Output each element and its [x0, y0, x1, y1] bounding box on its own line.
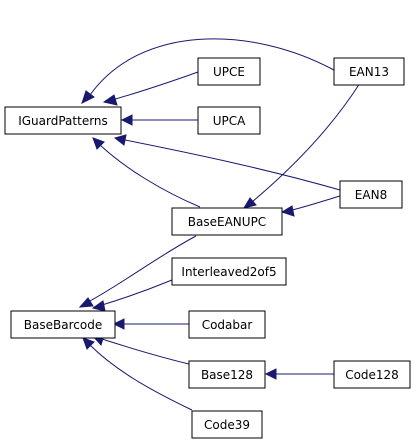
edge-upce-to-iguard — [102, 71, 199, 106]
edge-ean13-to-baseeanupc — [242, 82, 361, 209]
node-label: Code39 — [204, 418, 250, 432]
edge-code128-to-base128 — [264, 368, 334, 380]
node-label: Interleaved2of5 — [181, 265, 276, 279]
node-label: UPCE — [213, 65, 245, 79]
node-label: BaseBarcode — [24, 318, 102, 332]
node-base128[interactable]: Base128 — [188, 360, 266, 389]
node-interleaved2of5[interactable]: Interleaved2of5 — [171, 257, 287, 286]
node-label: UPCA — [213, 114, 246, 128]
node-code128[interactable]: Code128 — [333, 360, 411, 389]
edge-interleaved-to-basebarcode — [91, 279, 173, 312]
node-basebarcode[interactable]: BaseBarcode — [10, 310, 116, 339]
node-ean13[interactable]: EAN13 — [333, 57, 405, 86]
edge-baseeanupc-to-basebarcode — [78, 235, 197, 308]
edge-upca-to-iguard — [120, 114, 198, 126]
node-label: Base128 — [201, 368, 253, 382]
edge-ean13-to-iguard — [81, 38, 335, 104]
edge-ean8-to-baseeanupc — [280, 195, 341, 217]
node-label: Code128 — [345, 368, 399, 382]
node-upca[interactable]: UPCA — [197, 106, 261, 135]
edge-ean8-to-iguard — [113, 134, 341, 191]
edge-code39-to-basebarcode — [82, 337, 193, 411]
node-label: BaseEANUPC — [188, 215, 266, 229]
node-label: IGuardPatterns — [18, 114, 108, 128]
node-code39[interactable]: Code39 — [191, 410, 263, 439]
node-label: EAN8 — [355, 188, 387, 202]
node-upce[interactable]: UPCE — [197, 57, 261, 86]
node-label: Codabar — [202, 318, 253, 332]
node-iguardpatterns[interactable]: IGuardPatterns — [4, 106, 122, 135]
node-label: EAN13 — [349, 65, 389, 79]
node-baseeanupc[interactable]: BaseEANUPC — [171, 207, 283, 236]
node-codabar[interactable]: Codabar — [188, 310, 266, 339]
edge-codabar-to-basebarcode — [112, 318, 190, 330]
edge-baseeanupc-to-iguard — [92, 137, 201, 208]
node-ean8[interactable]: EAN8 — [339, 180, 403, 209]
